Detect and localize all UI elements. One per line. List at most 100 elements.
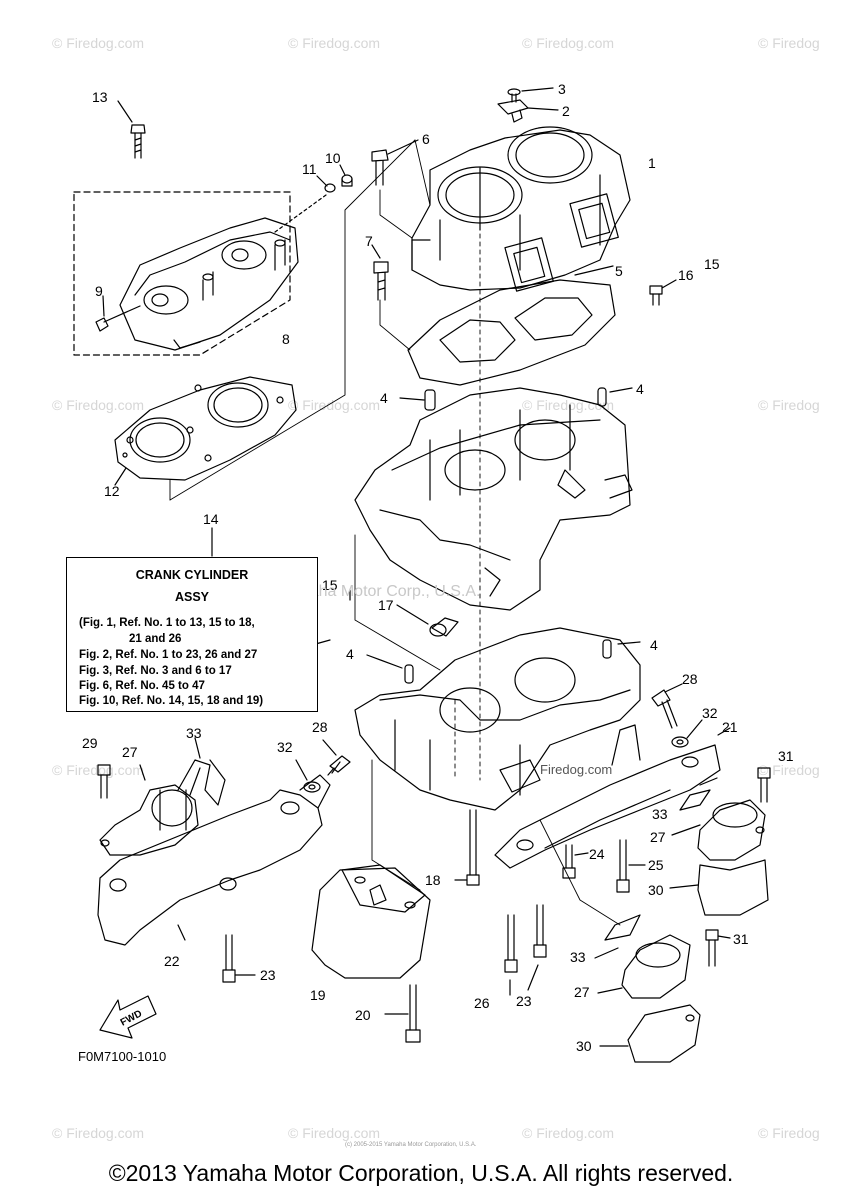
reference-line: 21 and 26	[129, 633, 182, 645]
callout-8: 8	[282, 331, 290, 347]
bolt-26	[504, 914, 518, 996]
callout-19: 19	[310, 987, 326, 1003]
rubber-mount-27a	[99, 764, 199, 856]
washer-32b	[295, 759, 321, 793]
callout-25: 25	[648, 857, 664, 873]
callout-28: 28	[682, 671, 698, 687]
fine-print: (c) 2005-2015 Yamaha Motor Corporation, …	[345, 1142, 477, 1148]
crankcase-upper	[354, 387, 633, 611]
callout-10: 10	[325, 150, 341, 166]
fitting-10-11	[274, 164, 353, 233]
callout-27: 27	[650, 829, 666, 845]
assembly-reference-box: CRANK CYLINDER ASSY (Fig. 1, Ref. No. 1 …	[66, 557, 318, 712]
watermark: © Firedog	[758, 35, 820, 51]
cylinder-head	[73, 191, 299, 356]
bolt-28a	[651, 683, 683, 729]
watermark: © Firedog.com	[288, 397, 381, 413]
bolt-7	[371, 244, 389, 301]
callout-11: 11	[302, 161, 317, 177]
bolt-16	[649, 279, 677, 306]
reference-line: Fig. 10, Ref. No. 14, 15, 18 and 19)	[79, 695, 264, 707]
assembly-title: CRANK CYLINDER	[135, 568, 249, 582]
callout-4: 4	[650, 637, 658, 653]
callout-27: 27	[122, 744, 138, 760]
callout-22: 22	[164, 953, 180, 969]
callout-6: 6	[422, 131, 430, 147]
callout-23: 23	[260, 967, 276, 983]
callout-32: 32	[277, 739, 293, 755]
callout-30: 30	[576, 1038, 592, 1054]
watermark: © Firedog	[758, 762, 820, 778]
bolt-6	[371, 139, 419, 186]
callout-29: 29	[82, 735, 98, 751]
copyright-notice: ©2013 Yamaha Motor Corporation, U.S.A. A…	[108, 1160, 734, 1186]
plug-17	[396, 604, 459, 637]
bolt-20	[384, 984, 421, 1043]
crankcase-lower	[354, 627, 641, 811]
callout-31: 31	[733, 931, 749, 947]
assembly-subtitle: ASSY	[174, 590, 210, 604]
callout-1: 1	[648, 155, 656, 171]
callout-13: 13	[92, 89, 108, 105]
bolt-28b	[322, 739, 351, 776]
callout-20: 20	[355, 1007, 371, 1023]
bolt-13	[117, 100, 146, 159]
callout-33: 33	[652, 806, 668, 822]
callout-4: 4	[346, 646, 354, 662]
watermark: © Firedog.com	[52, 35, 145, 51]
callout-2: 2	[562, 103, 570, 119]
callout-5: 5	[615, 263, 623, 279]
inline-watermark: Firedog.com	[540, 762, 613, 777]
watermark: © Firedog	[758, 397, 820, 413]
callout-26: 26	[474, 995, 490, 1011]
watermark: © Firedog	[758, 1125, 820, 1141]
bolt-23b	[527, 904, 547, 991]
watermark: © Firedog.com	[522, 397, 615, 413]
mount-assembly-right-lower	[594, 914, 731, 1063]
callout-31: 31	[778, 748, 794, 764]
callout-27: 27	[574, 984, 590, 1000]
center-watermark: Yamaha Motor Corp., U.S.A.	[278, 583, 481, 600]
callout-14: 14	[203, 511, 219, 527]
callout-17: 17	[378, 597, 394, 613]
callout-7: 7	[365, 233, 373, 249]
engine-mount-21	[494, 724, 731, 869]
callout-15: 15	[322, 577, 338, 593]
callout-33: 33	[186, 725, 202, 741]
callout-4: 4	[636, 381, 644, 397]
callout-15: 15	[704, 256, 720, 272]
watermark: © Firedog.com	[522, 35, 615, 51]
watermark: © Firedog.com	[52, 1125, 145, 1141]
callout-3: 3	[558, 81, 566, 97]
callout-24: 24	[589, 846, 605, 862]
watermark: © Firedog.com	[288, 1125, 381, 1141]
bolt-25	[616, 839, 646, 893]
fwd-arrow-icon	[99, 995, 157, 1039]
callout-28: 28	[312, 719, 328, 735]
reference-line: Fig. 6, Ref. No. 45 to 47	[79, 680, 205, 692]
watermark: © Firedog.com	[288, 35, 381, 51]
assembly-lines	[169, 139, 621, 926]
cylinder-block	[411, 126, 631, 292]
callout-9: 9	[95, 283, 103, 299]
watermark: © Firedog.com	[52, 397, 145, 413]
mount-assembly-right-upper	[669, 767, 771, 916]
bracket-19	[311, 864, 431, 979]
reference-line: Fig. 2, Ref. No. 1 to 23, 26 and 27	[79, 649, 258, 661]
bolt-23a	[222, 934, 256, 983]
head-gasket	[114, 376, 297, 486]
watermark: © Firedog.com	[522, 1125, 615, 1141]
callout-23: 23	[516, 993, 532, 1009]
bracket-33a	[177, 737, 226, 806]
reference-line: Fig. 3, Ref. No. 3 and 6 to 17	[79, 665, 232, 677]
bolt-18	[454, 809, 480, 886]
callout-4: 4	[380, 390, 388, 406]
callout-30: 30	[648, 882, 664, 898]
bolt-9	[95, 295, 141, 332]
bolt-29	[97, 764, 111, 799]
callout-12: 12	[104, 483, 120, 499]
callout-18: 18	[425, 872, 441, 888]
washer-32a	[671, 719, 703, 748]
callout-16: 16	[678, 267, 694, 283]
